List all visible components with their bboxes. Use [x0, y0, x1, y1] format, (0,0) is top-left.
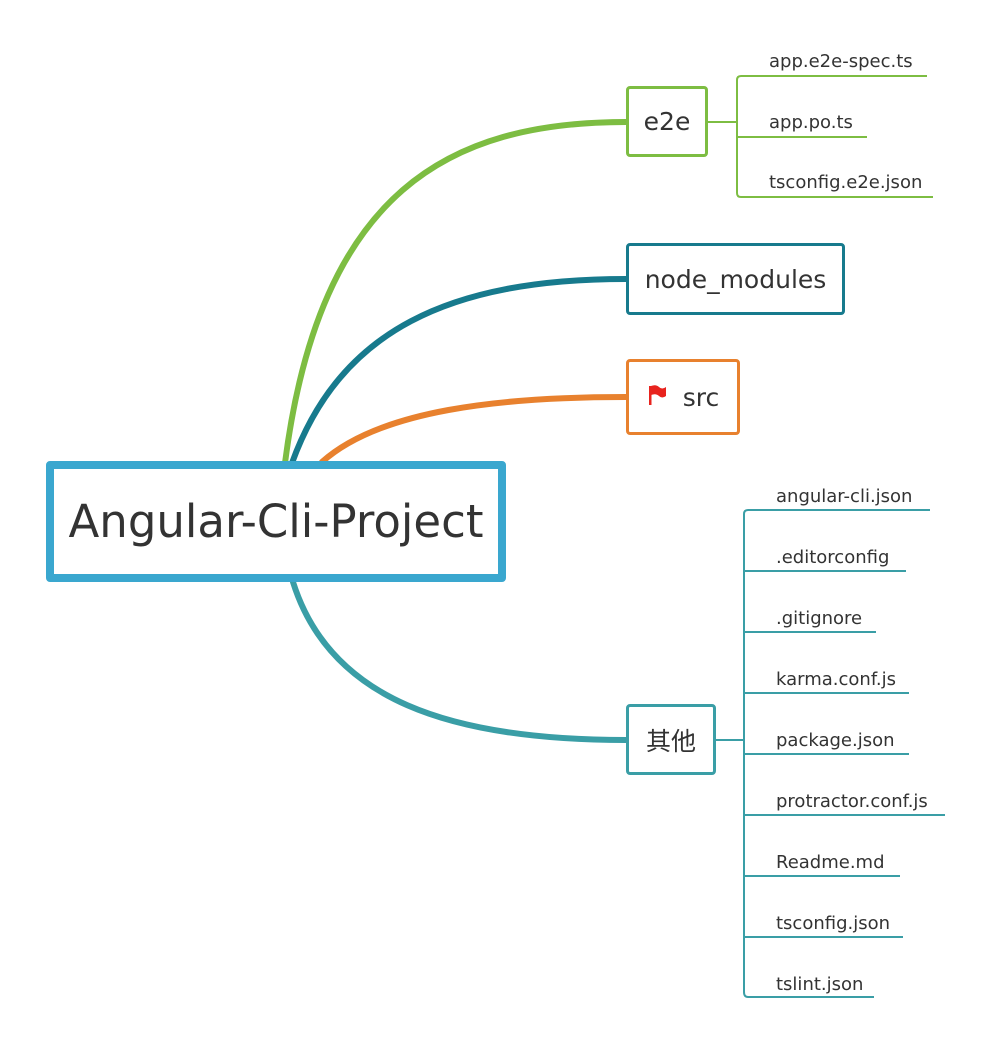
topic-other-label: 其他 — [645, 726, 696, 756]
topic-other[interactable]: 其他 — [626, 704, 716, 775]
connector-node-modules — [289, 276, 629, 466]
leaf-app-e2e-spec[interactable]: app.e2e-spec.ts — [769, 51, 913, 72]
topic-node-modules[interactable]: node_modules — [626, 243, 845, 315]
leaf-angular-cli-json[interactable]: angular-cli.json — [776, 486, 913, 507]
leaf-tsconfig-e2e[interactable]: tsconfig.e2e.json — [769, 172, 923, 193]
leaf-karma-conf[interactable]: karma.conf.js — [776, 669, 896, 690]
red-flag-icon — [648, 385, 666, 405]
leaf-editorconfig[interactable]: .editorconfig — [776, 547, 890, 568]
topic-e2e[interactable]: e2e — [626, 86, 708, 157]
topic-src-label: src — [682, 382, 720, 412]
leaf-tslint-json[interactable]: tslint.json — [776, 974, 864, 995]
topic-node-modules-label: node_modules — [644, 264, 827, 294]
connector-e2e — [282, 119, 629, 466]
leaf-tsconfig-json[interactable]: tsconfig.json — [776, 913, 891, 934]
topic-src[interactable]: src — [626, 359, 740, 435]
leaf-gitignore[interactable]: .gitignore — [776, 608, 863, 629]
leaf-readme[interactable]: Readme.md — [776, 852, 885, 873]
connector-src — [319, 394, 629, 465]
root-topic[interactable]: Angular-Cli-Project — [46, 461, 506, 582]
root-topic-label: Angular-Cli-Project — [68, 495, 484, 548]
topic-e2e-label: e2e — [643, 107, 691, 136]
other-children-bracket — [716, 509, 945, 998]
leaf-app-po[interactable]: app.po.ts — [769, 112, 853, 133]
leaf-protractor-conf[interactable]: protractor.conf.js — [776, 791, 928, 812]
leaf-package-json[interactable]: package.json — [776, 730, 895, 751]
e2e-children-bracket — [708, 75, 933, 198]
connector-other — [290, 579, 629, 743]
